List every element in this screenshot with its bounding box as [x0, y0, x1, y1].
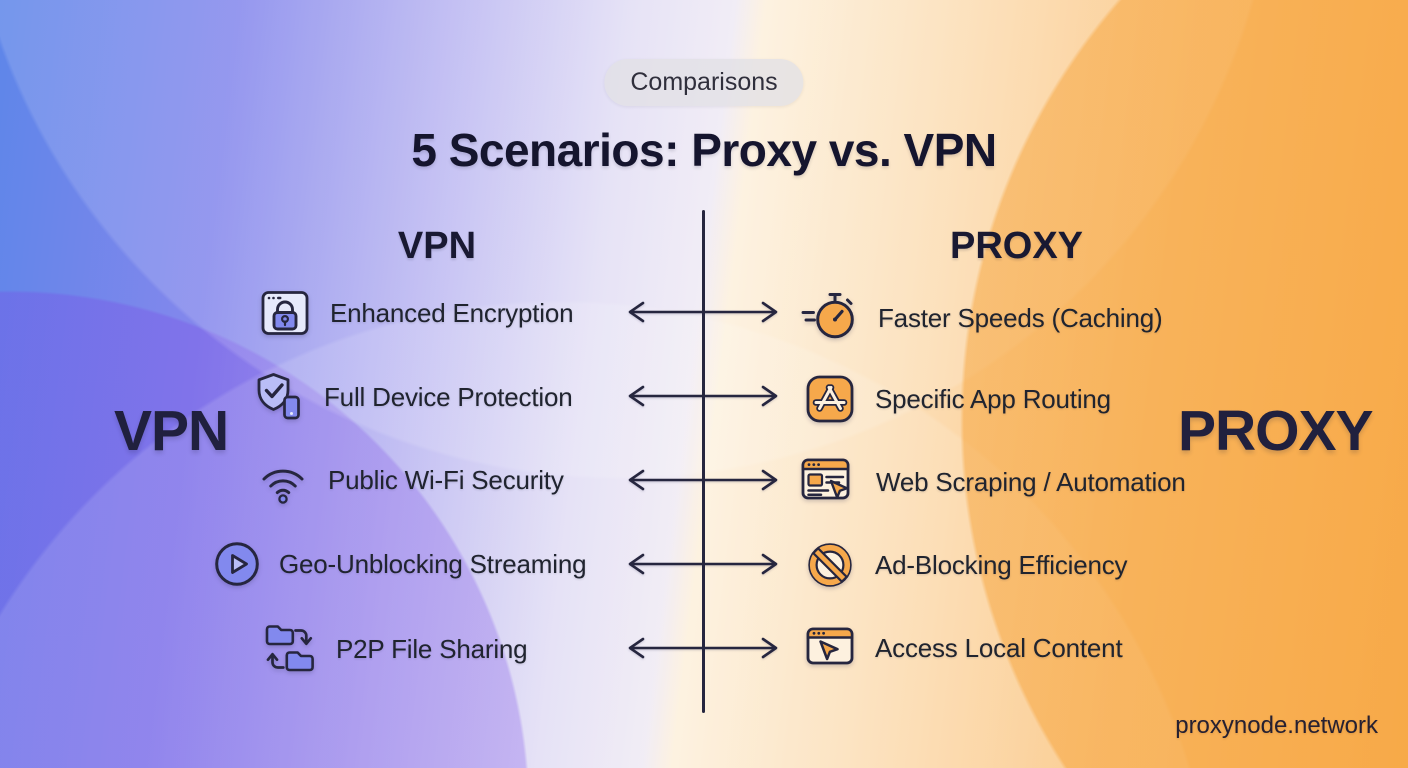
proxy-row-web-scraping-automation: Web Scraping / Automation [800, 450, 1186, 514]
proxy-row-specific-app-routing: Specific App Routing [803, 367, 1111, 431]
vpn-item-label: Geo-Unblocking Streaming [279, 548, 587, 579]
vpn-row-public-wifi-security: Public Wi-Fi Security [256, 448, 564, 512]
wifi-icon [256, 453, 310, 507]
bidirectional-arrow [628, 637, 778, 659]
proxy-item-label: Access Local Content [875, 632, 1123, 663]
folders-transfer-icon [262, 621, 318, 677]
proxy-row-ad-blocking-efficiency: Ad-Blocking Efficiency [803, 533, 1128, 597]
comparisons-badge-label: Comparisons [630, 68, 778, 96]
app-store-icon [803, 372, 857, 426]
vpn-row-geo-unblocking-streaming: Geo-Unblocking Streaming [213, 532, 587, 596]
vpn-item-label: Full Device Protection [324, 381, 573, 412]
page-title: 5 Scenarios: Proxy vs. VPN [411, 124, 997, 176]
proxy-column-header: PROXY [949, 225, 1084, 267]
proxy-side-label: PROXY [1178, 399, 1374, 463]
vpn-side-label: VPN [114, 399, 229, 463]
vpn-row-enhanced-encryption: Enhanced Encryption [258, 281, 574, 345]
secure-browser-lock-icon [258, 286, 312, 340]
stopwatch-speed-icon [800, 291, 860, 345]
block-sign-icon [803, 538, 857, 592]
vpn-item-label: P2P File Sharing [336, 633, 528, 664]
browser-automation-icon [800, 455, 858, 509]
bidirectional-arrow [628, 469, 778, 491]
vpn-column-header: VPN [397, 225, 477, 267]
vpn-item-label: Enhanced Encryption [330, 297, 574, 328]
bidirectional-arrow [628, 301, 778, 323]
proxy-item-label: Specific App Routing [875, 383, 1111, 414]
bidirectional-arrow [628, 553, 778, 575]
vpn-item-label: Public Wi-Fi Security [328, 464, 564, 495]
proxy-item-label: Faster Speeds (Caching) [878, 302, 1163, 333]
comparisons-badge: Comparisons [604, 59, 804, 106]
proxy-row-faster-speeds: Faster Speeds (Caching) [800, 286, 1163, 350]
proxy-item-label: Ad-Blocking Efficiency [875, 549, 1128, 580]
proxy-item-label: Web Scraping / Automation [876, 466, 1186, 497]
play-circle-icon [213, 540, 261, 588]
center-divider-line [702, 210, 705, 713]
watermark-text: proxynode.network [1175, 712, 1378, 739]
shield-check-device-icon [252, 370, 306, 424]
bidirectional-arrow [628, 385, 778, 407]
proxy-row-access-local-content: Access Local Content [803, 616, 1123, 680]
vpn-row-p2p-file-sharing: P2P File Sharing [262, 617, 528, 681]
browser-cursor-icon [803, 621, 857, 675]
vpn-row-full-device-protection: Full Device Protection [252, 365, 573, 429]
